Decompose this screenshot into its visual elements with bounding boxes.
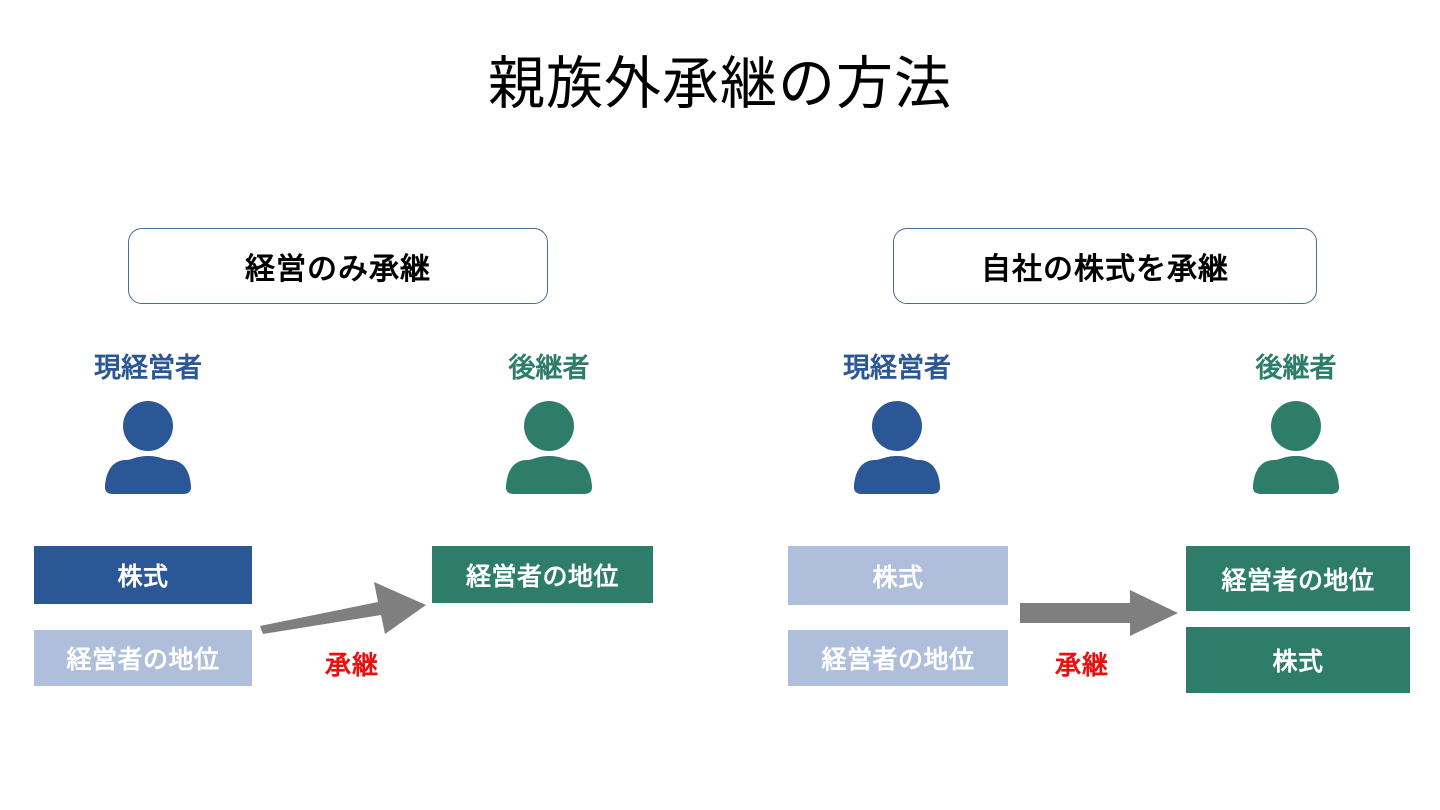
transfer-arrow-right [1020, 590, 1178, 636]
person-label-current-owner: 現経営者 [843, 353, 951, 383]
page-title: 親族外承継の方法 [488, 52, 952, 116]
person-current-owner-right: 現経営者 [812, 355, 982, 495]
person-label-successor: 後継者 [508, 353, 590, 383]
person-label-successor: 後継者 [1255, 353, 1337, 383]
person-icon [1252, 401, 1340, 494]
transfer-arrow-left [258, 578, 428, 634]
person-successor-left: 後継者 [464, 355, 634, 495]
asset-bar-position-current-right: 経営者の地位 [788, 630, 1008, 686]
panel-header-label: 経営のみ承継 [245, 253, 431, 286]
person-icon [505, 401, 593, 494]
asset-bar-position-successor-right: 経営者の地位 [1186, 546, 1410, 611]
panel-header-label: 自社の株式を承継 [981, 253, 1229, 286]
arrow-right-icon [1020, 590, 1178, 636]
transfer-label-left: 承継 [325, 650, 380, 680]
transfer-label-right: 承継 [1055, 650, 1110, 680]
panel-header-shares-transfer: 自社の株式を承継 [893, 228, 1317, 304]
person-successor-right: 後継者 [1211, 355, 1381, 495]
asset-bar-position-current-left: 経営者の地位 [34, 630, 252, 686]
person-icon [853, 401, 941, 494]
person-current-owner-left: 現経営者 [63, 355, 233, 495]
panel-header-management-only: 経営のみ承継 [128, 228, 548, 304]
asset-bar-position-successor-left: 経営者の地位 [432, 546, 653, 603]
person-label-current-owner: 現経営者 [94, 353, 202, 383]
asset-bar-shares-successor-right: 株式 [1186, 627, 1410, 693]
person-icon [104, 401, 192, 494]
asset-bar-shares-current-left: 株式 [34, 546, 252, 604]
asset-bar-shares-current-right: 株式 [788, 546, 1008, 605]
arrow-right-icon [260, 582, 426, 634]
